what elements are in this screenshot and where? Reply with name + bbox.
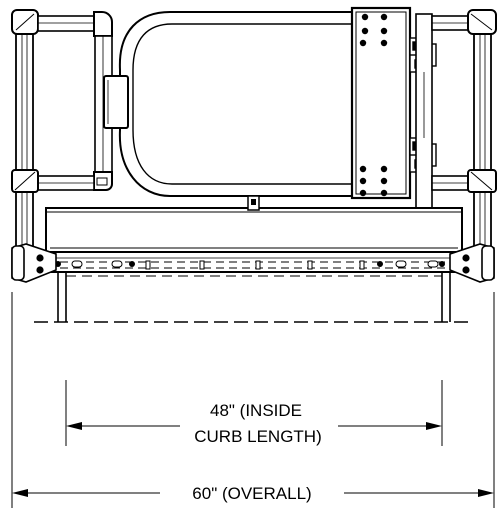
gate-grip [103, 75, 129, 129]
arrow-right-inside [426, 422, 442, 430]
hinge-plate [350, 6, 412, 200]
curb-walls [57, 272, 451, 322]
dimension-inside-curb [65, 380, 443, 446]
right-post [473, 13, 492, 251]
left-top-rail [37, 15, 95, 32]
hatch-cover [45, 195, 463, 253]
channel-slots [71, 260, 439, 270]
inside-curb-label-line2: CURB LENGTH) [194, 427, 322, 446]
arrow-right-overall [478, 489, 494, 497]
arrow-left-inside [66, 422, 82, 430]
left-base-bracket [11, 243, 57, 283]
hinge-bolts-top [359, 13, 388, 47]
left-post [15, 13, 34, 251]
gate-loop [118, 11, 360, 197]
channel-bolt-heads [55, 261, 445, 267]
overall-label: 60" (OVERALL) [192, 484, 311, 503]
hinge-bolts-bottom [359, 165, 388, 197]
left-top-elbow [93, 11, 113, 37]
left-railing-frame [11, 9, 113, 251]
mounting-channel [35, 251, 471, 273]
arrow-left-overall [12, 489, 28, 497]
dimension-overall [11, 292, 495, 508]
right-base-bracket [449, 243, 495, 283]
inside-curb-label-line1: 48" (INSIDE [210, 401, 302, 420]
right-railing-frame [415, 9, 497, 251]
